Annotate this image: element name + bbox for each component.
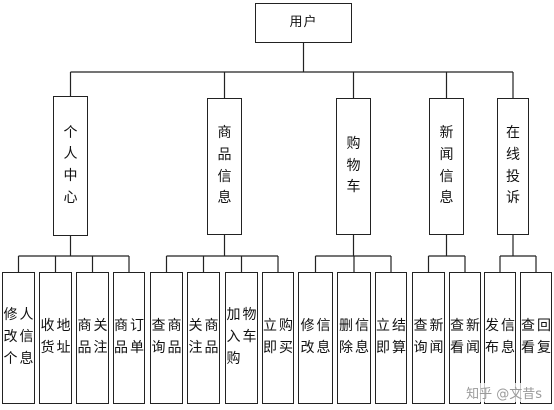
leaf-node: 查询新闻 <box>412 272 445 404</box>
node-label: 发布信息 <box>485 318 515 356</box>
root-label: 用户 <box>289 14 318 30</box>
leaf-node: 查看新闻 <box>449 272 481 404</box>
leaf-node: 商品关注 <box>76 272 109 404</box>
node-label: 个人中心 <box>63 124 78 206</box>
node-label: 新闻信息 <box>439 125 454 207</box>
leaf-node: 查询商品 <box>150 272 183 404</box>
node-label: 查询商品 <box>151 318 182 356</box>
leaf-node: 查看回复 <box>520 272 552 404</box>
node-label: 查看新闻 <box>450 318 480 356</box>
node-label: 立即购买 <box>263 318 293 356</box>
node-label: 查询新闻 <box>413 318 444 356</box>
leaf-node: 加入购物车 <box>225 272 258 404</box>
leaf-node: 立即购买 <box>262 272 294 404</box>
node-label: 在线投诉 <box>506 125 520 207</box>
root-node: 用户 <box>255 3 352 43</box>
node-label: 删除信息 <box>339 318 369 356</box>
module-node: 个人中心 <box>53 96 88 236</box>
leaf-node: 立即结算 <box>375 272 407 404</box>
leaf-node: 修改信息 <box>298 272 333 404</box>
node-label: 商品订单 <box>114 318 144 356</box>
leaf-node: 关注商品 <box>187 272 220 404</box>
leaf-node: 修改个人信息 <box>2 272 35 404</box>
module-node: 在线投诉 <box>497 98 529 235</box>
node-label: 加入购物车 <box>226 307 257 367</box>
module-node: 商品信息 <box>207 98 242 235</box>
node-label: 商品关注 <box>77 318 108 356</box>
watermark: 知乎 @文昔s <box>464 383 544 402</box>
node-label: 商品信息 <box>217 125 232 207</box>
node-label: 修改信息 <box>300 318 331 356</box>
leaf-node: 发布信息 <box>484 272 516 404</box>
module-node: 新闻信息 <box>429 98 464 235</box>
node-label: 修改个人信息 <box>3 307 34 367</box>
module-node: 购物车 <box>336 98 371 235</box>
node-label: 关注商品 <box>188 318 219 356</box>
node-label: 查看回复 <box>521 318 551 356</box>
node-label: 购物车 <box>346 135 361 196</box>
node-label: 立即结算 <box>376 318 406 356</box>
leaf-node: 收货地址 <box>39 272 72 404</box>
leaf-node: 商品订单 <box>113 272 145 404</box>
leaf-node: 删除信息 <box>337 272 371 404</box>
node-label: 收货地址 <box>40 318 71 356</box>
